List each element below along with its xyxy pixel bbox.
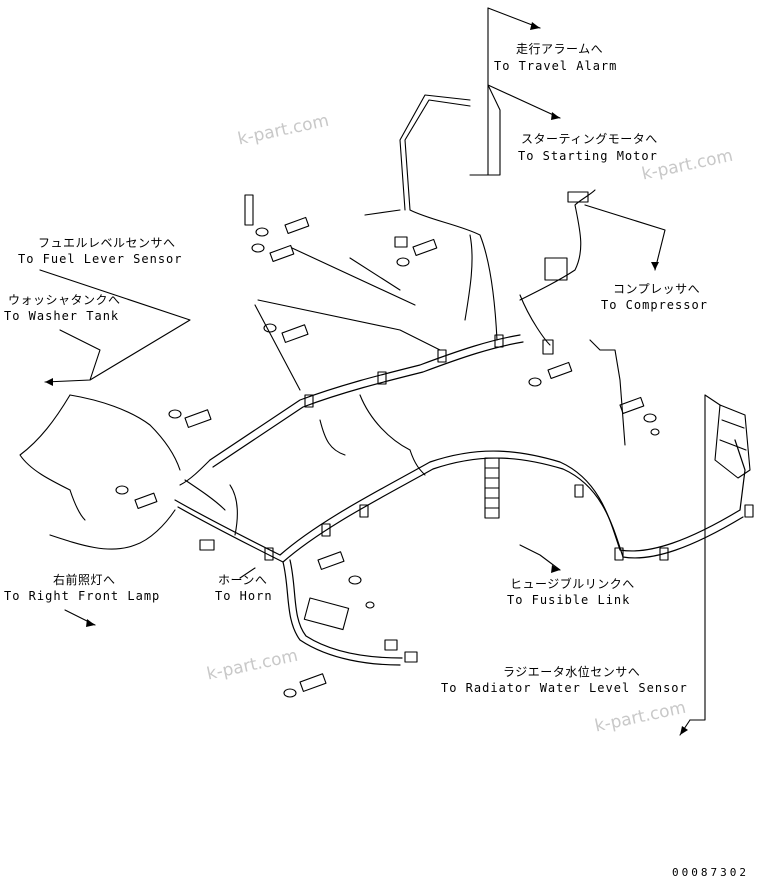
harness-trunk (174, 334, 746, 666)
radiator-sensor-label-en: To Radiator Water Level Sensor (441, 681, 688, 695)
leader-lines (39, 7, 721, 736)
fusible-link-block (484, 457, 500, 519)
right-front-lamp-label-en: To Right Front Lamp (4, 589, 161, 603)
fusible-link-label-jp: ヒュージブルリンクへ (510, 577, 635, 591)
arrowheads (45, 22, 688, 735)
upper-branch (364, 94, 596, 346)
horn-label-en: To Horn (215, 589, 273, 603)
fusible-link-label-en: To Fusible Link (507, 593, 631, 607)
starting-motor-label-jp: スターティングモータへ (521, 132, 658, 146)
left-branches (19, 299, 441, 550)
washer-tank-label-en: To Washer Tank (4, 309, 120, 323)
compressor-label-jp: コンプレッサへ (613, 282, 701, 296)
radiator-sensor-label-jp: ラジエータ水位センサへ (503, 665, 641, 679)
travel-alarm-label-en: To Travel Alarm (494, 59, 618, 73)
travel-alarm-label-jp: 走行アラームへ (516, 42, 604, 56)
right-front-lamp-label-jp: 右前照灯へ (53, 573, 116, 587)
compressor-label-en: To Compressor (601, 298, 708, 312)
fuel-lever-sensor-label-en: To Fuel Lever Sensor (18, 252, 183, 266)
bolts-washers (115, 216, 660, 698)
harness-clamps (264, 334, 754, 561)
starting-motor-label-en: To Starting Motor (518, 149, 658, 163)
washer-tank-label-jp: ウォッシャタンクへ (8, 293, 121, 307)
drawing-code: 00087302 (672, 866, 749, 879)
connector-right (199, 191, 589, 663)
horn-label-jp: ホーンへ (218, 573, 268, 587)
radiator-bracket (714, 404, 751, 479)
fuel-lever-sensor-label-jp: フュエルレベルセンサへ (38, 236, 176, 250)
